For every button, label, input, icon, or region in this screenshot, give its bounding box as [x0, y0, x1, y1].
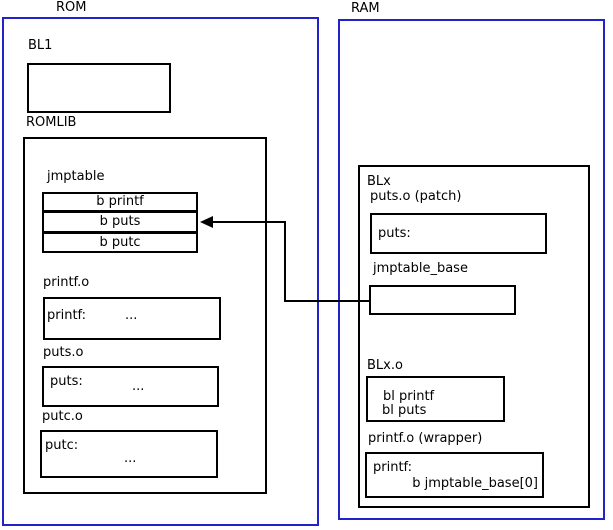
- jmptable-entry-puts: b puts: [42, 211, 198, 233]
- blx-o-label: BLx.o: [367, 358, 403, 373]
- putc-o-box: putc: ...: [40, 430, 218, 478]
- jmptable-entry-printf: b printf: [42, 192, 198, 212]
- rom-region-label: ROM: [56, 0, 87, 15]
- printf-wrapper-instruction: b jmptable_base[0]: [412, 476, 538, 491]
- jmptable-base-box: [369, 285, 516, 315]
- printf-wrapper-label: printf.o (wrapper): [368, 431, 483, 446]
- blx-label: BLx: [367, 174, 391, 189]
- ram-region-box: [338, 19, 605, 520]
- printf-wrapper-symbol: printf:: [373, 460, 413, 475]
- puts-patch-box: puts:: [370, 213, 547, 254]
- blx-o-box: bl printf bl puts: [366, 376, 505, 422]
- printf-wrapper-box: printf: b jmptable_base[0]: [365, 452, 544, 498]
- connector-segment-vertical: [284, 221, 286, 302]
- putc-body-ellipsis: ...: [124, 451, 137, 466]
- blx-o-line-2: bl puts: [382, 403, 427, 418]
- romlib-label: ROMLIB: [26, 115, 77, 130]
- bl1-box: [27, 63, 171, 113]
- puts-body-ellipsis: ...: [132, 379, 145, 394]
- jmptable-entry-putc: b putc: [42, 232, 198, 253]
- printf-body-ellipsis: ...: [125, 308, 138, 323]
- puts-symbol: puts:: [50, 374, 83, 389]
- jmptable-label: jmptable: [47, 169, 105, 184]
- arrow-head-icon: [200, 216, 213, 228]
- connector-segment-horizontal-lower: [284, 300, 370, 302]
- puts-patch-symbol: puts:: [378, 226, 411, 241]
- puts-o-box: puts: ...: [42, 366, 219, 407]
- connector-segment-horizontal-upper: [212, 221, 286, 223]
- rom-region-box: [2, 17, 319, 526]
- putc-o-label: putc.o: [42, 409, 83, 424]
- putc-symbol: putc:: [45, 438, 79, 453]
- ram-region-label: RAM: [351, 1, 380, 16]
- bl1-label: BL1: [28, 38, 53, 53]
- printf-o-label: printf.o: [43, 275, 90, 290]
- printf-o-box: printf: ...: [43, 297, 221, 340]
- blx-o-line-1: bl printf: [383, 389, 435, 404]
- puts-o-label: puts.o: [43, 345, 84, 360]
- puts-patch-label: puts.o (patch): [370, 189, 462, 204]
- printf-symbol: printf:: [47, 308, 87, 323]
- jmptable-base-label: jmptable_base: [373, 261, 468, 276]
